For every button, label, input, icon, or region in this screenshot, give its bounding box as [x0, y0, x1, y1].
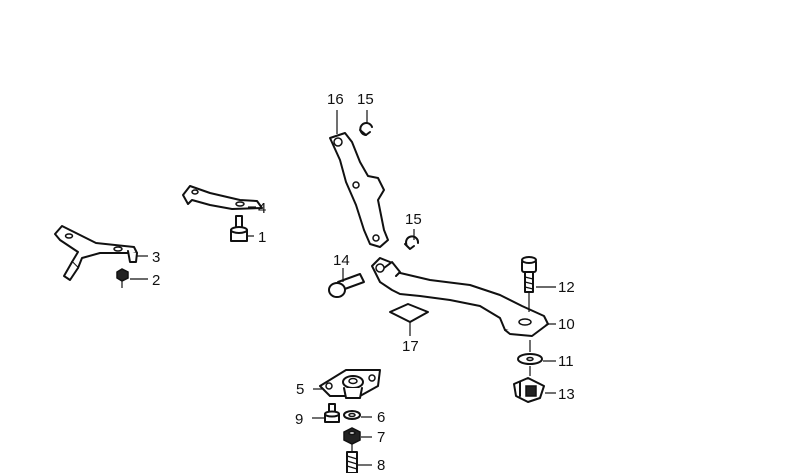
washer-part-11[interactable]: [517, 340, 543, 365]
support-bar-part-10[interactable]: [371, 257, 549, 337]
callout-4: 4: [258, 200, 266, 217]
callout-11: 11: [558, 353, 574, 370]
link-arm-part-16[interactable]: [329, 110, 389, 248]
callouts: 1 2 3 4 5 6 7 8 9 10 11 12 13 14 15 15 1…: [152, 91, 575, 473]
callout-13: 13: [558, 386, 575, 403]
callout-7: 7: [377, 429, 385, 446]
callout-5: 5: [296, 381, 304, 398]
callout-12: 12: [558, 279, 575, 296]
callout-15-lower: 15: [405, 211, 422, 228]
bracket-part-3[interactable]: [54, 225, 138, 281]
leader-lines: [130, 206, 556, 466]
nut-part-2[interactable]: [116, 268, 129, 288]
callout-8: 8: [377, 457, 385, 473]
callout-3: 3: [152, 249, 160, 266]
pin-part-14[interactable]: [328, 268, 365, 298]
stud-part-8[interactable]: [346, 444, 358, 473]
bolt-part-1[interactable]: [230, 215, 248, 242]
clip-part-15-upper[interactable]: [359, 110, 373, 136]
callout-15-upper: 15: [357, 91, 374, 108]
bracket-part-4[interactable]: [182, 185, 263, 210]
callout-10: 10: [558, 316, 575, 333]
washer-part-6[interactable]: [343, 410, 361, 420]
callout-2: 2: [152, 272, 160, 289]
bolt-part-12[interactable]: [521, 256, 537, 312]
bolt-part-9[interactable]: [324, 403, 340, 423]
pad-part-17[interactable]: [389, 303, 429, 336]
callout-17: 17: [402, 338, 419, 355]
callout-9: 9: [295, 411, 303, 428]
callout-14: 14: [333, 252, 350, 269]
mount-plate-part-5[interactable]: [319, 369, 381, 399]
nut-part-7[interactable]: [343, 427, 361, 445]
callout-6: 6: [377, 409, 385, 426]
clip-part-15-lower[interactable]: [404, 229, 420, 250]
clip-nut-part-13[interactable]: [513, 366, 545, 403]
callout-16: 16: [327, 91, 344, 108]
callout-1: 1: [258, 229, 266, 246]
